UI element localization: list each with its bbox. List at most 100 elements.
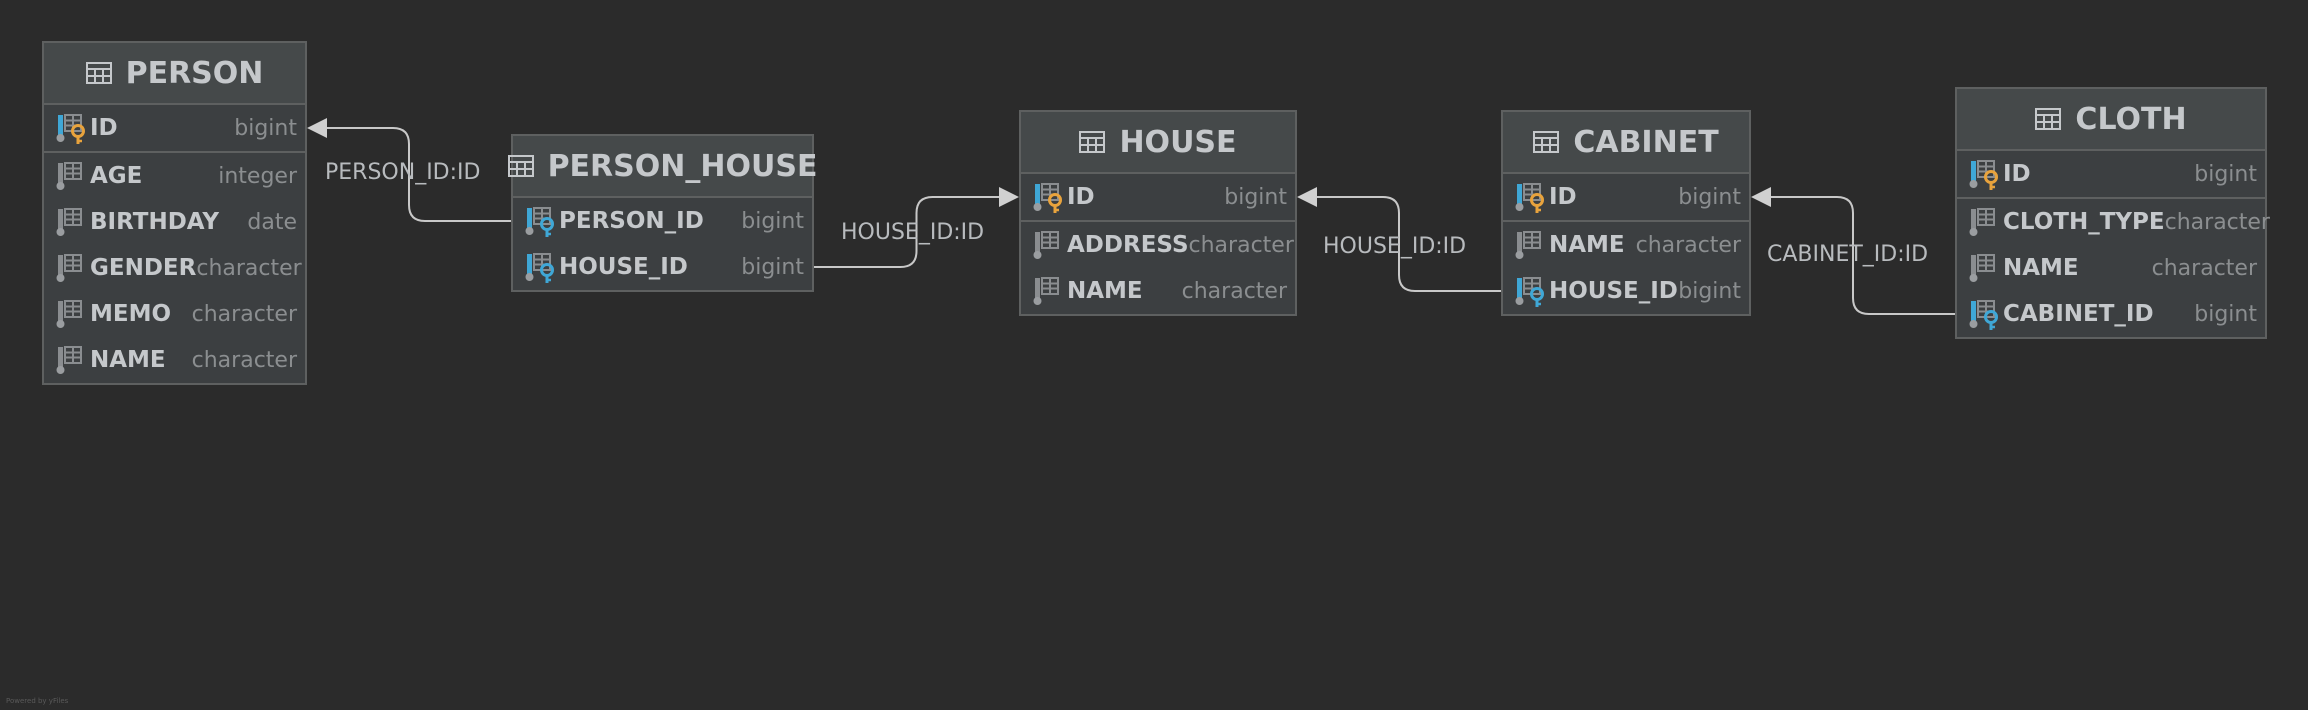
column-name: ID: [1067, 184, 1095, 210]
column-type: bigint: [741, 254, 804, 280]
table-icon: [1533, 131, 1560, 153]
table-title: CABINET: [1573, 124, 1719, 160]
column-name: HOUSE_ID: [559, 254, 688, 280]
relationship-line[interactable]: [814, 196, 999, 268]
primary-key-icon: [54, 111, 88, 145]
column-name: PERSON_ID: [559, 208, 704, 234]
table-header[interactable]: CLOTH: [1957, 89, 2265, 151]
column-row-id[interactable]: ID bigint: [1503, 174, 1749, 220]
column-icon: [1513, 228, 1547, 262]
column-row-name[interactable]: NAME character: [1957, 245, 2265, 291]
table-icon: [2035, 108, 2062, 130]
column-type: bigint: [1678, 184, 1741, 210]
column-name: NAME: [1549, 232, 1625, 258]
column-name: ID: [90, 115, 118, 141]
relationship-line[interactable]: [1771, 196, 1955, 315]
column-type: character: [1181, 278, 1287, 304]
column-row-name[interactable]: NAME character: [1503, 222, 1749, 268]
table-icon: [85, 62, 112, 84]
table-title: CLOTH: [2075, 101, 2187, 137]
arrowhead-icon: [999, 187, 1019, 207]
column-icon: [54, 297, 88, 331]
column-icon: [1031, 274, 1065, 308]
table-icon: [507, 155, 534, 177]
relationship-line[interactable]: [327, 127, 511, 222]
table-header[interactable]: HOUSE: [1021, 112, 1295, 174]
footer-credit: Powered by yFiles: [6, 697, 69, 705]
column-type: bigint: [234, 115, 297, 141]
table-header[interactable]: PERSON_HOUSE: [507, 136, 817, 198]
edge-label-house-id-from-cabinet: HOUSE_ID:ID: [1323, 234, 1467, 259]
column-type: character: [191, 301, 297, 327]
edge-label-cabinet-id: CABINET_ID:ID: [1767, 242, 1929, 267]
arrowhead-icon: [307, 118, 327, 138]
column-row-id[interactable]: ID bigint: [1021, 174, 1295, 220]
column-row-name[interactable]: NAME character: [44, 337, 305, 383]
column-icon: [54, 343, 88, 377]
column-row-cabinet-id[interactable]: CABINET_ID bigint: [1957, 291, 2265, 337]
column-type: integer: [218, 163, 297, 189]
relationship-edges: [307, 118, 1955, 315]
column-type: date: [247, 209, 297, 235]
column-type: bigint: [2194, 301, 2257, 327]
column-name: ID: [2003, 161, 2031, 187]
column-name: CLOTH_TYPE: [2003, 209, 2165, 235]
column-row-memo[interactable]: MEMO character: [44, 291, 305, 337]
column-type: bigint: [1678, 278, 1741, 304]
table-title: HOUSE: [1119, 124, 1237, 160]
column-row-id[interactable]: ID bigint: [44, 105, 305, 151]
column-icon: [1967, 251, 2001, 285]
column-icon: [54, 205, 88, 239]
column-icon: [1967, 205, 2001, 239]
foreign-key-icon: [523, 204, 557, 238]
primary-key-icon: [1513, 180, 1547, 214]
column-row-house-id[interactable]: HOUSE_ID bigint: [513, 244, 812, 290]
edge-label-person-id: PERSON_ID:ID: [325, 160, 481, 185]
relationship-line[interactable]: [1317, 196, 1501, 292]
column-type: bigint: [1224, 184, 1287, 210]
primary-key-icon: [1967, 157, 2001, 191]
column-name: CABINET_ID: [2003, 301, 2154, 327]
column-row-age[interactable]: AGE integer: [44, 153, 305, 199]
table-header[interactable]: PERSON: [44, 43, 305, 105]
table-title: PERSON_HOUSE: [547, 148, 818, 184]
primary-key-icon: [1031, 180, 1065, 214]
column-type: character: [196, 255, 302, 281]
column-name: HOUSE_ID: [1549, 278, 1678, 304]
column-name: ADDRESS: [1067, 232, 1189, 258]
column-name: MEMO: [90, 301, 172, 327]
column-name: AGE: [90, 163, 143, 189]
table-title: PERSON: [125, 55, 264, 91]
column-icon: [1031, 228, 1065, 262]
foreign-key-icon: [1513, 274, 1547, 308]
column-row-name[interactable]: NAME character: [1021, 268, 1295, 314]
table-header[interactable]: CABINET: [1503, 112, 1749, 174]
column-name: NAME: [1067, 278, 1143, 304]
column-type: character: [1188, 232, 1294, 258]
column-type: bigint: [2194, 161, 2257, 187]
column-type: character: [2164, 209, 2270, 235]
column-name: GENDER: [90, 255, 197, 281]
column-name: ID: [1549, 184, 1577, 210]
column-row-id[interactable]: ID bigint: [1957, 151, 2265, 197]
column-type: character: [1635, 232, 1741, 258]
column-icon: [54, 159, 88, 193]
column-type: character: [2151, 255, 2257, 281]
column-icon: [54, 251, 88, 285]
column-name: NAME: [90, 347, 166, 373]
edge-label-house-id-from-person-house: HOUSE_ID:ID: [841, 220, 985, 245]
column-type: character: [191, 347, 297, 373]
column-name: NAME: [2003, 255, 2079, 281]
